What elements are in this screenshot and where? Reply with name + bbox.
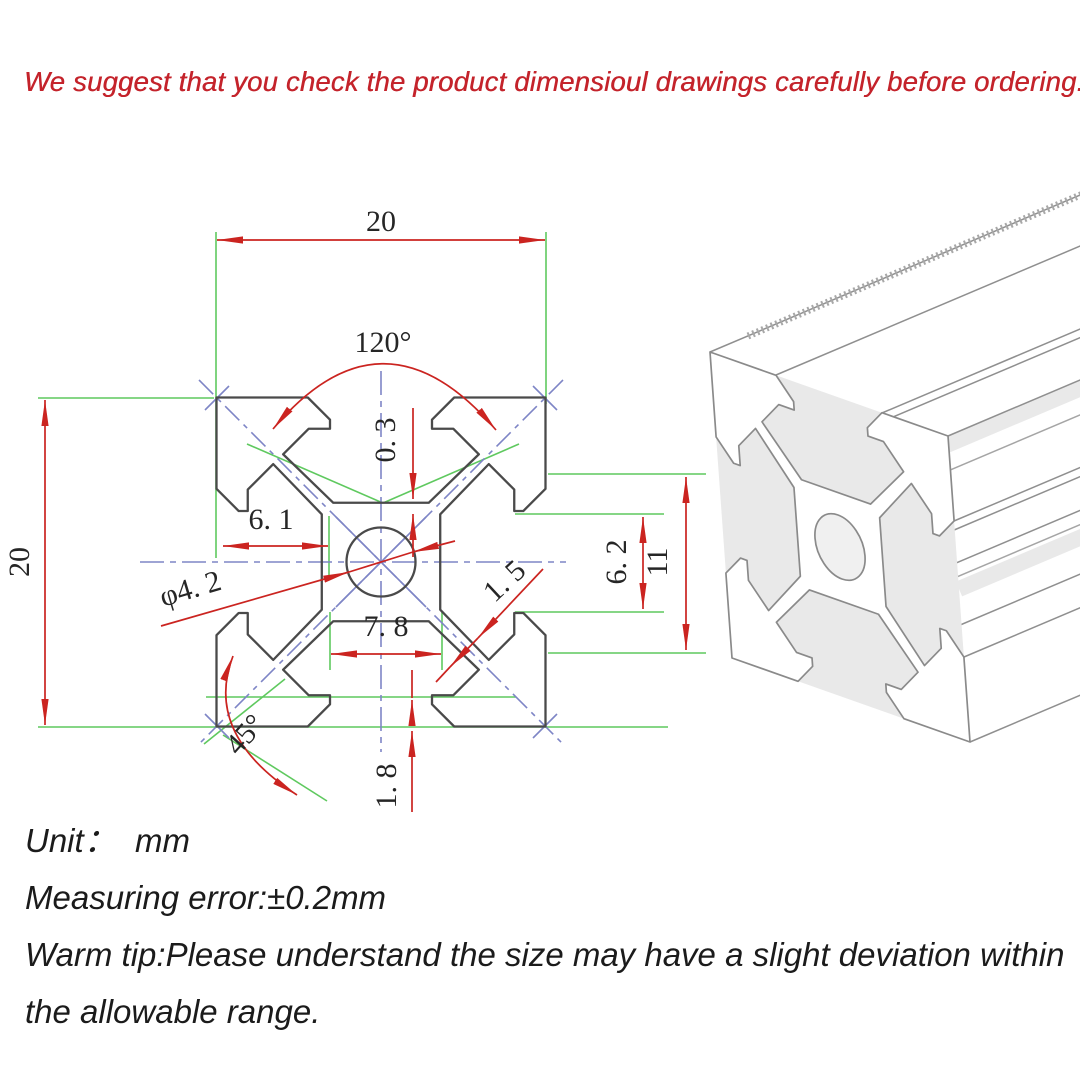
notes-block: Unit： mm Measuring error:±0.2mm Warm tip… [25, 812, 1064, 1040]
dim-center-bore: φ4. 2 [156, 564, 225, 613]
profile-outline [217, 398, 546, 727]
dimension-labels: 20 20 120° 0. 3 6. 1 φ4. 2 7. 8 1. 5 45°… [3, 205, 674, 809]
dim-edge-to-throat: 6. 1 [249, 503, 294, 536]
dim-slot-floor-width: 7. 8 [364, 610, 409, 643]
center-bore [345, 526, 417, 598]
dim-corner-angle: 45° [219, 708, 272, 761]
warning-text: We suggest that you check the product di… [24, 66, 1080, 97]
beam-end-face [710, 352, 970, 742]
dimension-lines [41, 236, 690, 812]
cross-section-view: 20 20 120° 0. 3 6. 1 φ4. 2 7. 8 1. 5 45°… [3, 205, 706, 812]
note-measuring-error: Measuring error:±0.2mm [25, 879, 387, 916]
dim-width-top: 20 [366, 205, 396, 238]
dim-lip-depth: 1. 8 [370, 764, 403, 809]
dim-slot-opening: 6. 2 [600, 540, 633, 585]
note-warm-tip-line1: Warm tip:Please understand the size may … [25, 936, 1065, 973]
note-warm-tip-line2: the allowable range. [25, 993, 321, 1030]
dim-slot-angle: 120° [355, 326, 412, 359]
bore-sketch [813, 506, 868, 588]
dim-height-left: 20 [3, 547, 36, 577]
dim-floor-offset: 0. 3 [369, 418, 402, 463]
note-unit: Unit： mm [25, 822, 190, 859]
dim-cavity-width: 11 [641, 548, 674, 577]
isometric-sketch [710, 191, 1080, 742]
extension-lines [38, 232, 706, 802]
